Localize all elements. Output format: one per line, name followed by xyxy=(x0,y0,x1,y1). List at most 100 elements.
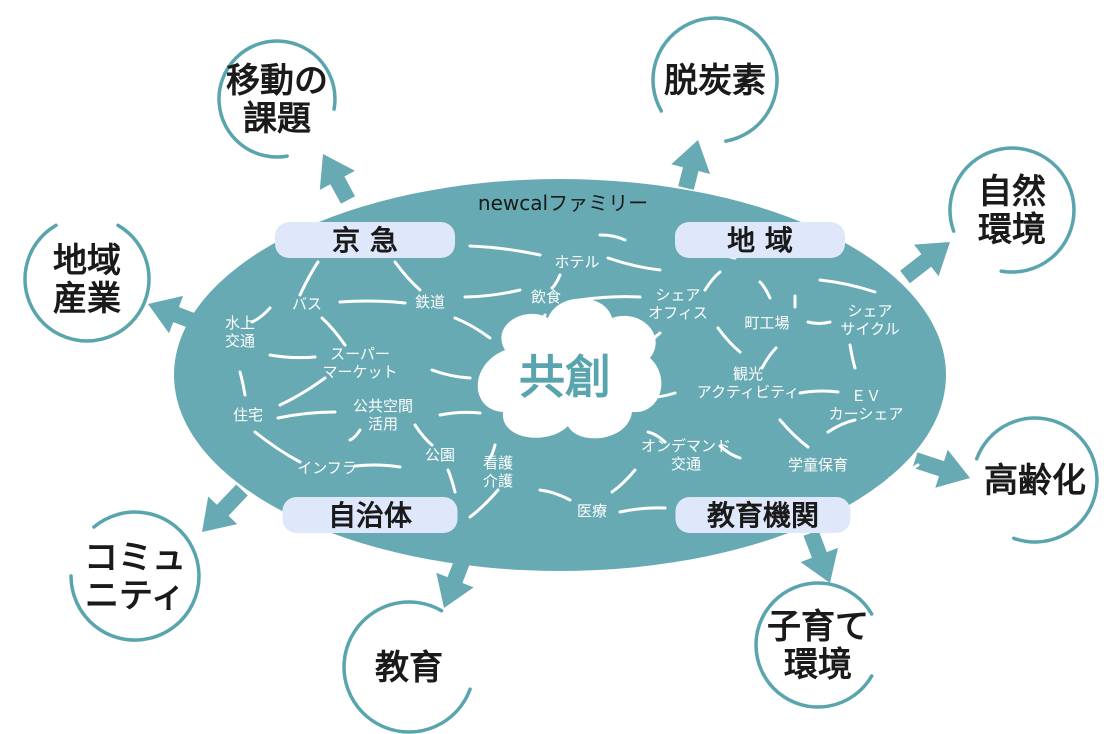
connection-line xyxy=(606,256,662,272)
node-koen: 公園 xyxy=(425,446,455,464)
arrow-to-community xyxy=(202,484,248,532)
arrow-to-kyoiku xyxy=(436,559,474,608)
outer-label-line: 課題 xyxy=(243,99,311,139)
connection-line xyxy=(438,410,482,417)
arrow-to-datsutanso xyxy=(671,140,711,190)
node-line: 観光 xyxy=(733,365,763,383)
connection-line xyxy=(393,260,422,292)
node-ev: ＥＶカーシェア xyxy=(829,387,904,423)
node-suijo: 水上交通 xyxy=(225,314,255,350)
node-line: カーシェア xyxy=(829,405,904,423)
connection-line xyxy=(758,280,772,300)
outer-label-line: コミュ xyxy=(84,538,186,578)
connection-line xyxy=(250,306,272,324)
outer-label-line: 移動の xyxy=(226,61,328,101)
hub-box-chiiki xyxy=(675,222,845,258)
connection-line xyxy=(488,443,497,460)
center-label: 共創 xyxy=(519,350,611,404)
connection-line xyxy=(778,418,810,449)
connection-line xyxy=(413,423,434,447)
node-line: マーケット xyxy=(322,363,397,381)
diagram-title: newcalファミリー xyxy=(478,191,648,215)
connection-line xyxy=(760,346,778,370)
arrow-to-kosodate xyxy=(800,530,838,583)
arrow-layer xyxy=(148,140,970,608)
node-machikoba: 町工場 xyxy=(744,314,789,332)
connection-line xyxy=(550,273,562,290)
node-line: 水上 xyxy=(225,314,255,332)
connection-line xyxy=(446,468,457,494)
outer-label-line: 産業 xyxy=(53,279,121,319)
connection-line xyxy=(716,326,742,354)
connection-line xyxy=(848,343,857,370)
outer-label-line: 環境 xyxy=(784,645,852,685)
outer-label-line: 地域 xyxy=(53,241,121,281)
node-tetsudo: 鉄道 xyxy=(415,293,445,311)
node-line: 活用 xyxy=(368,415,398,433)
node-line: 鉄道 xyxy=(415,293,445,311)
outer-label-community: コミュニティ xyxy=(84,538,186,616)
node-hotel: ホテル xyxy=(554,253,599,271)
connection-line xyxy=(468,244,542,257)
node-iryo: 医療 xyxy=(577,502,607,520)
node-line: 交通 xyxy=(671,455,701,473)
outer-circle-shizen xyxy=(948,146,1076,274)
connection-line xyxy=(798,389,840,395)
outer-label-sangyo: 地域産業 xyxy=(53,241,121,319)
connection-line xyxy=(598,233,627,242)
connection-line xyxy=(320,316,347,347)
outer-label-line: 環境 xyxy=(978,210,1046,250)
node-line: 学童保育 xyxy=(788,456,848,474)
node-layer: ホテル飲食鉄道バス水上交通スーパーマーケット住宅公共空間活用インフラ公園看護介護… xyxy=(225,253,903,520)
outer-label-line: 子育て xyxy=(767,607,869,647)
outer-label-line: 高齢化 xyxy=(984,461,1086,501)
connection-line xyxy=(268,353,317,360)
arrow-to-sangyo xyxy=(148,295,196,334)
outer-label-line: 教育 xyxy=(375,648,443,688)
hub-label-chiiki: 地 域 xyxy=(727,224,793,257)
node-line: スーパー xyxy=(330,345,390,363)
node-line: 医療 xyxy=(577,502,607,520)
node-kokyo: 公共空間活用 xyxy=(353,397,413,433)
outer-label-line: ニティ xyxy=(85,576,185,616)
center-cloud: 共創 xyxy=(477,298,662,439)
connection-line xyxy=(348,428,362,442)
node-line: アクティビティ xyxy=(697,383,799,401)
outer-circle-koreika xyxy=(974,416,1099,544)
outer-circle-datsutanso xyxy=(651,16,779,143)
node-line: 介護 xyxy=(483,472,513,490)
outer-label-kosodate: 子育て環境 xyxy=(767,607,869,685)
node-line: シェア xyxy=(655,286,700,304)
connection-line xyxy=(818,278,877,294)
outer-label-datsutanso: 脱炭素 xyxy=(664,61,766,101)
connection-line xyxy=(538,488,572,502)
connection-line xyxy=(276,410,337,420)
arrow-to-koreika xyxy=(912,449,970,488)
node-line: 公園 xyxy=(425,446,455,464)
hub-box-keikyu xyxy=(275,222,455,258)
node-line: 交通 xyxy=(225,332,255,350)
node-jutaku: 住宅 xyxy=(233,406,263,424)
node-line: 飲食 xyxy=(531,288,561,306)
connection-line xyxy=(888,463,920,480)
outer-label-koreika: 高齢化 xyxy=(984,461,1086,501)
hub-label-kyoiku_kikan: 教育機関 xyxy=(707,499,819,532)
cloud-shape xyxy=(477,298,662,439)
connection-line xyxy=(238,370,247,397)
hub-label-keikyu: 京 急 xyxy=(332,224,398,257)
node-line: 看護 xyxy=(483,454,513,472)
node-line: サイクル xyxy=(840,320,899,338)
node-line: インフラ xyxy=(297,459,357,477)
hub-label-jichitai: 自治体 xyxy=(328,499,413,532)
outer-circle-kosodate xyxy=(754,581,874,709)
connection-line xyxy=(703,270,722,292)
outer-label-shizen: 自然環境 xyxy=(978,172,1046,250)
node-line: 町工場 xyxy=(744,314,789,332)
outer-label-ido: 移動の課題 xyxy=(226,61,328,139)
node-share_office: シェアオフィス xyxy=(648,286,708,322)
node-line: オンデマンド xyxy=(641,437,731,455)
